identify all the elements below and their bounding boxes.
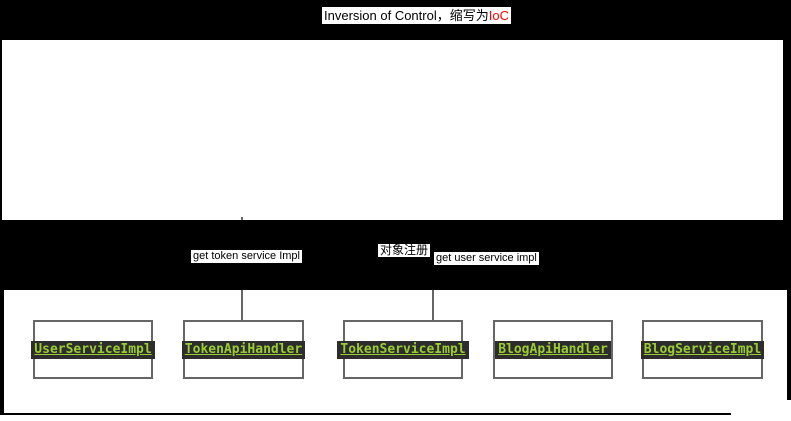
box-token-api-handler-label: TokenApiHandler <box>181 340 306 359</box>
label-get-token-service: get token service Impl <box>191 250 302 263</box>
top-white-panel <box>2 40 783 220</box>
box-user-service-impl-label: UserServiceImpl <box>31 340 155 359</box>
box-user-service-impl: UserServiceImpl <box>31 320 155 379</box>
box-blog-api-handler: BlogApiHandler <box>493 320 613 379</box>
diagram-title: Inversion of Control，缩写为IoC <box>322 7 511 24</box>
box-token-api-handler: TokenApiHandler <box>181 320 306 379</box>
label-get-user-service: get user service impl <box>434 252 539 265</box>
bottom-right-white-strip <box>731 400 791 421</box>
diagram-title-text: Inversion of Control，缩写为 <box>324 8 489 23</box>
box-token-service-impl-label: TokenServiceImpl <box>337 340 469 359</box>
box-token-service-impl: TokenServiceImpl <box>337 320 469 379</box>
box-blog-service-impl-label: BlogServiceImpl <box>640 340 765 359</box>
ioc-accent-text: IoC <box>488 8 509 23</box>
label-object-register: 对象注册 <box>378 243 431 257</box>
box-blog-service-impl: BlogServiceImpl <box>640 320 765 379</box>
box-blog-api-handler-label: BlogApiHandler <box>495 340 611 359</box>
